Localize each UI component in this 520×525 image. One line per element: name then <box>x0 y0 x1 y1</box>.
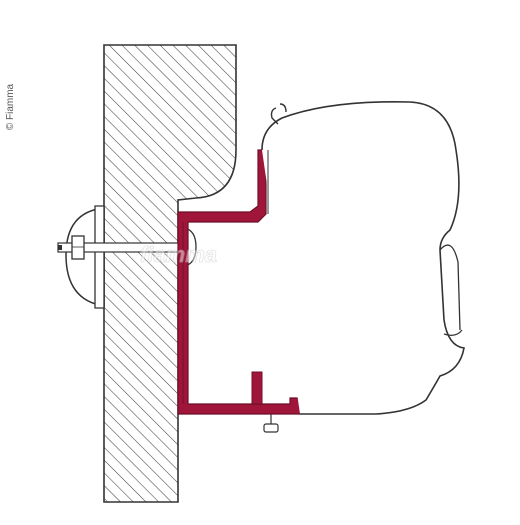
copyright-label: © Fiamma <box>5 83 16 131</box>
awning-case-icon <box>261 101 465 433</box>
wall-section-icon <box>103 44 237 503</box>
svg-text:fiamma: fiamma <box>140 242 217 267</box>
watermark-logo-icon: fiamma <box>140 242 218 268</box>
